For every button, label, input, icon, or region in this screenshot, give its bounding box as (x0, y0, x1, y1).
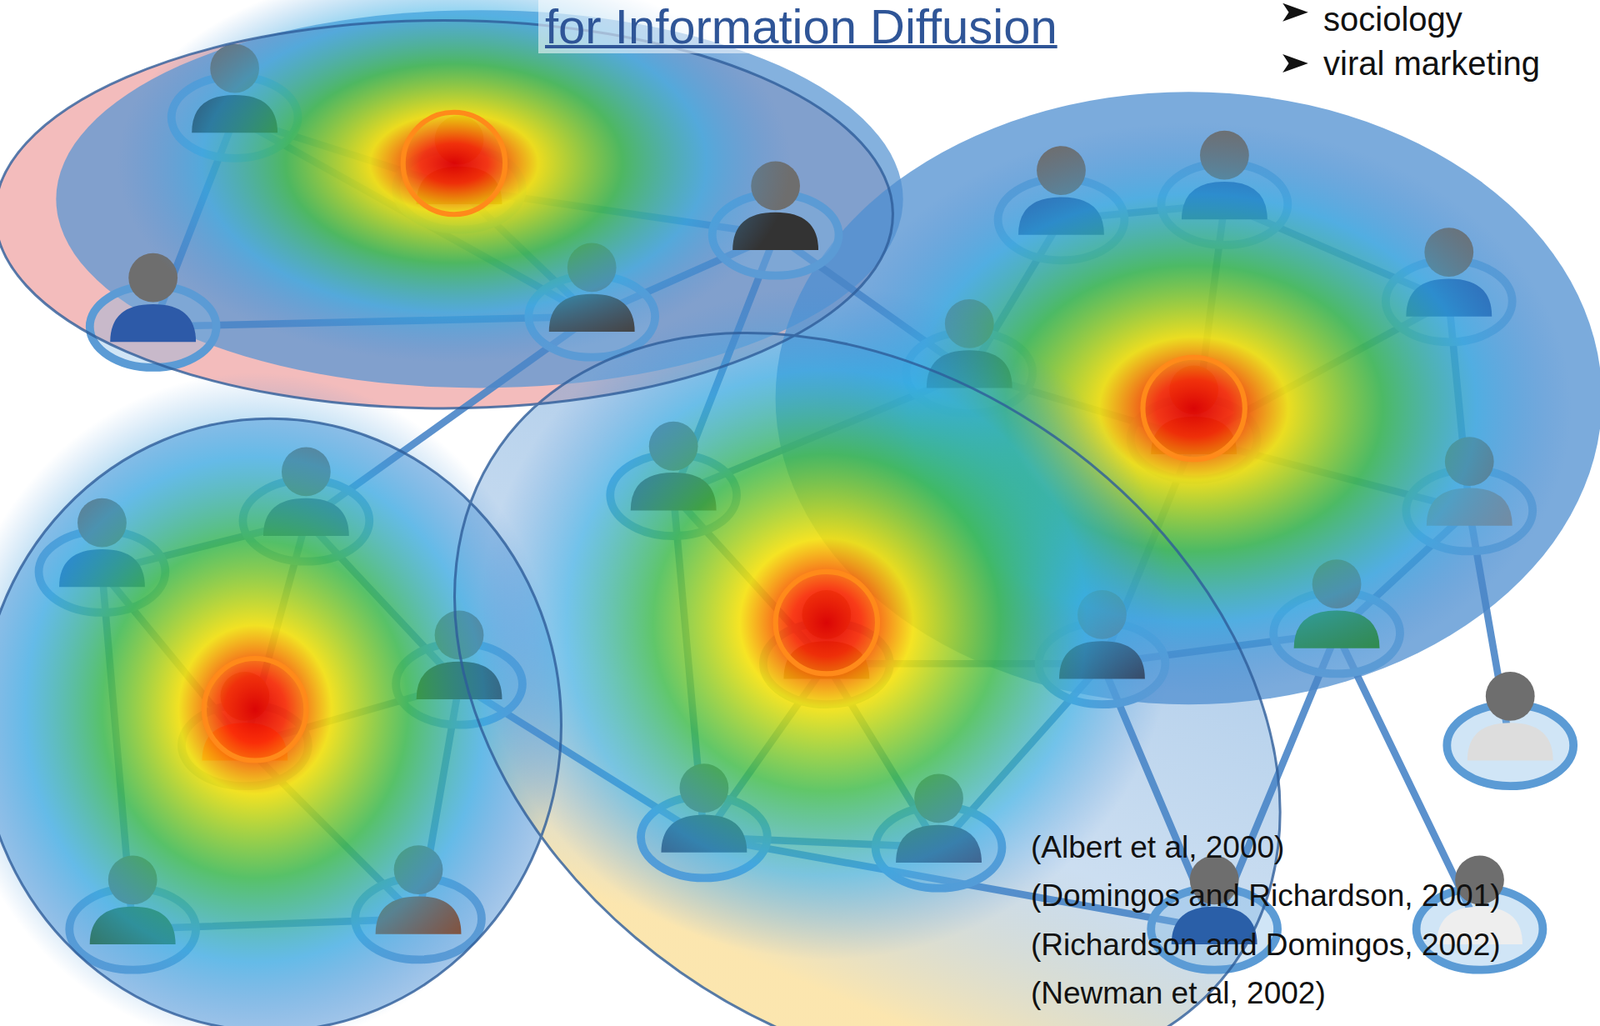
bullet-item: sociology (1323, 0, 1463, 39)
heat-spot (117, 0, 791, 363)
citation: (Newman et al, 2002) (1030, 975, 1326, 1012)
person-icon (1446, 671, 1574, 786)
person-body (110, 304, 196, 342)
citation: (Richardson and Domingos, 2002) (1030, 926, 1501, 964)
heat-spot (0, 372, 561, 1026)
person-head (1485, 671, 1535, 721)
person-body (1467, 722, 1554, 760)
citation: (Domingos and Richardson, 2001) (1030, 877, 1501, 915)
seed-ring (204, 658, 306, 760)
bullet-arrow (1282, 3, 1309, 22)
bullet-item: viral marketing (1323, 44, 1540, 83)
seed-ring (403, 112, 505, 215)
citation: (Albert et al, 2000) (1030, 829, 1285, 866)
bullet-markers (1282, 3, 1309, 73)
seed-ring (1142, 357, 1245, 460)
community-outlines (0, 20, 1423, 1026)
seed-ring (775, 571, 878, 674)
bullet-arrow (1282, 54, 1309, 73)
slide-title: for Information Diffusion (538, 0, 1065, 54)
